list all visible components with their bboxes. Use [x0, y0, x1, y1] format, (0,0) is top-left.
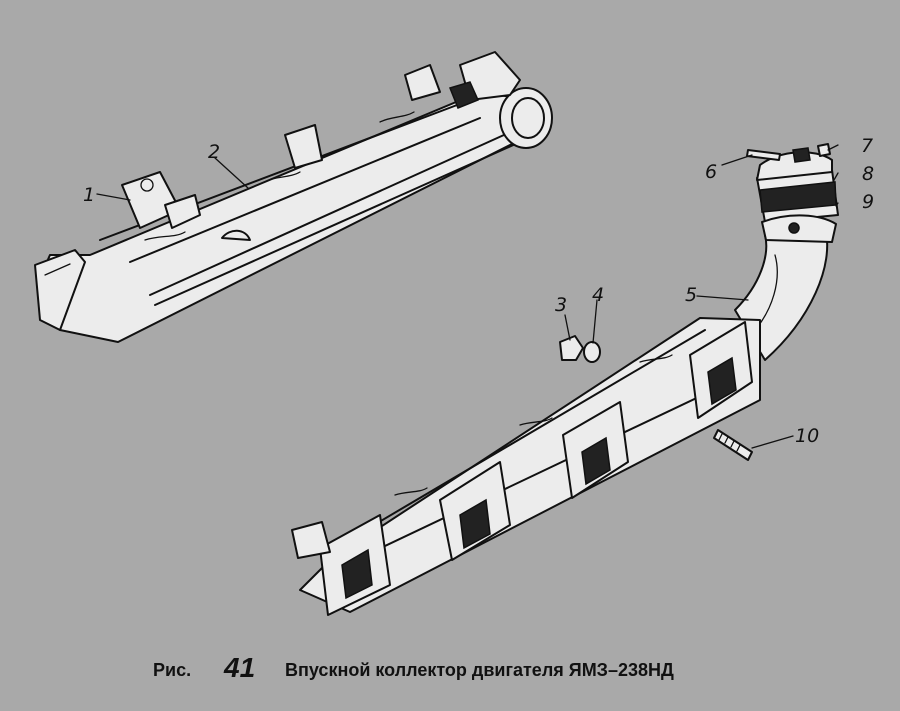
callout-5: 5	[685, 284, 697, 306]
leader-lines	[96, 144, 839, 449]
callout-6: 6	[705, 161, 717, 183]
right-manifold	[291, 227, 829, 616]
figure-number: 41	[224, 652, 256, 683]
callout-10: 10	[795, 425, 819, 447]
callout-7: 7	[861, 135, 873, 157]
callout-1: 1	[83, 184, 95, 206]
fasteners	[559, 143, 831, 461]
callout-3: 3	[555, 294, 567, 316]
figure-prefix: Рис.	[153, 660, 192, 680]
callout-9: 9	[862, 191, 874, 213]
figure-title: Впускной коллектор двигателя ЯМЗ–238НД	[285, 660, 674, 680]
callout-4: 4	[592, 284, 604, 306]
manifold-diagram: 1 2 3 4 5 6 7 8 9 10	[34, 51, 874, 616]
callout-8: 8	[862, 163, 874, 185]
left-manifold	[34, 51, 553, 343]
callout-2: 2	[208, 141, 220, 163]
figure-caption: Рис. 41 Впускной коллектор двигателя ЯМЗ…	[0, 648, 900, 688]
callouts: 1 2 3 4 5 6 7 8 9 10	[83, 135, 874, 447]
hose-clamp-assembly	[756, 147, 839, 243]
